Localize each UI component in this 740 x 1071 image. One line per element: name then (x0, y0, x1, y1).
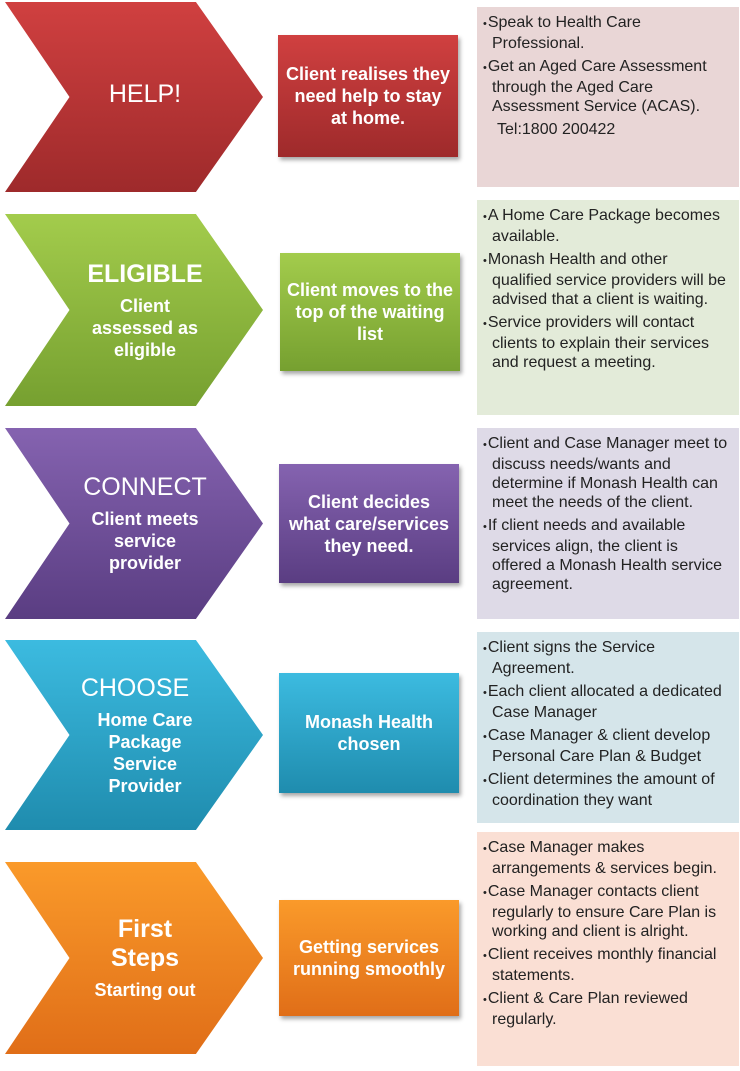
step-chevron-help: HELP! (5, 2, 263, 192)
step-chevron-eligible: ELIGIBLE Client assessed as eligible (5, 214, 263, 406)
note-item: A Home Care Package becomes available. (483, 206, 731, 246)
step-subtitle: Client meets service provider (91, 509, 199, 573)
step-notes: Client signs the Service Agreement. Each… (477, 632, 739, 823)
note-item: Client & Care Plan reviewed regularly. (483, 989, 731, 1029)
step-subtitle: Starting out (94, 980, 196, 1000)
step-title: First Steps (110, 915, 180, 972)
note-item: Case Manager contacts client regularly t… (483, 882, 731, 941)
step-chevron-connect: CONNECT Client meets service provider (5, 428, 263, 619)
step-title: HELP! (108, 79, 182, 108)
step-chevron-first-steps: First Steps Starting out (5, 862, 263, 1054)
step-chevron-choose: CHOOSE Home Care Package Service Provide… (5, 640, 263, 830)
step-title: CHOOSE (80, 673, 190, 702)
step-notes: Speak to Health Care Professional. Get a… (477, 7, 739, 187)
note-item: Get an Aged Care Assessment through the … (483, 57, 731, 116)
step-action-box: Client decides what care/services they n… (279, 464, 459, 583)
step-subtitle: Client assessed as eligible (91, 295, 199, 360)
note-item: Client and Case Manager meet to discuss … (483, 434, 731, 512)
step-subtitle: Home Care Package Service Provider (97, 709, 193, 796)
step-notes: Case Manager makes arrangements & servic… (477, 832, 739, 1066)
note-item: Client receives monthly financial statem… (483, 945, 731, 985)
step-title: ELIGIBLE (87, 259, 203, 288)
step-notes: A Home Care Package becomes available. M… (477, 200, 739, 415)
phone-number: Tel:1800 200422 (497, 121, 616, 138)
step-notes: Client and Case Manager meet to discuss … (477, 428, 739, 619)
step-action-box: Getting services running smoothly (279, 900, 459, 1016)
note-item: Case Manager makes arrangements & servic… (483, 838, 731, 878)
note-item: Each client allocated a dedicated Case M… (483, 682, 731, 722)
note-item: Case Manager & client develop Personal C… (483, 726, 731, 766)
note-item: If client needs and available services a… (483, 516, 731, 594)
step-action-box: Client moves to the top of the waiting l… (280, 253, 460, 371)
note-item: Client determines the amount of coordina… (483, 770, 731, 810)
note-item: Monash Health and other qualified servic… (483, 250, 731, 309)
note-item: Client signs the Service Agreement. (483, 638, 731, 678)
step-action-box: Monash Health chosen (279, 673, 459, 793)
step-action-box: Client realises they need help to stay a… (278, 35, 458, 157)
note-item: Speak to Health Care Professional. (483, 13, 731, 53)
note-item: Service providers will contact clients t… (483, 313, 731, 372)
step-title: CONNECT (83, 473, 207, 501)
